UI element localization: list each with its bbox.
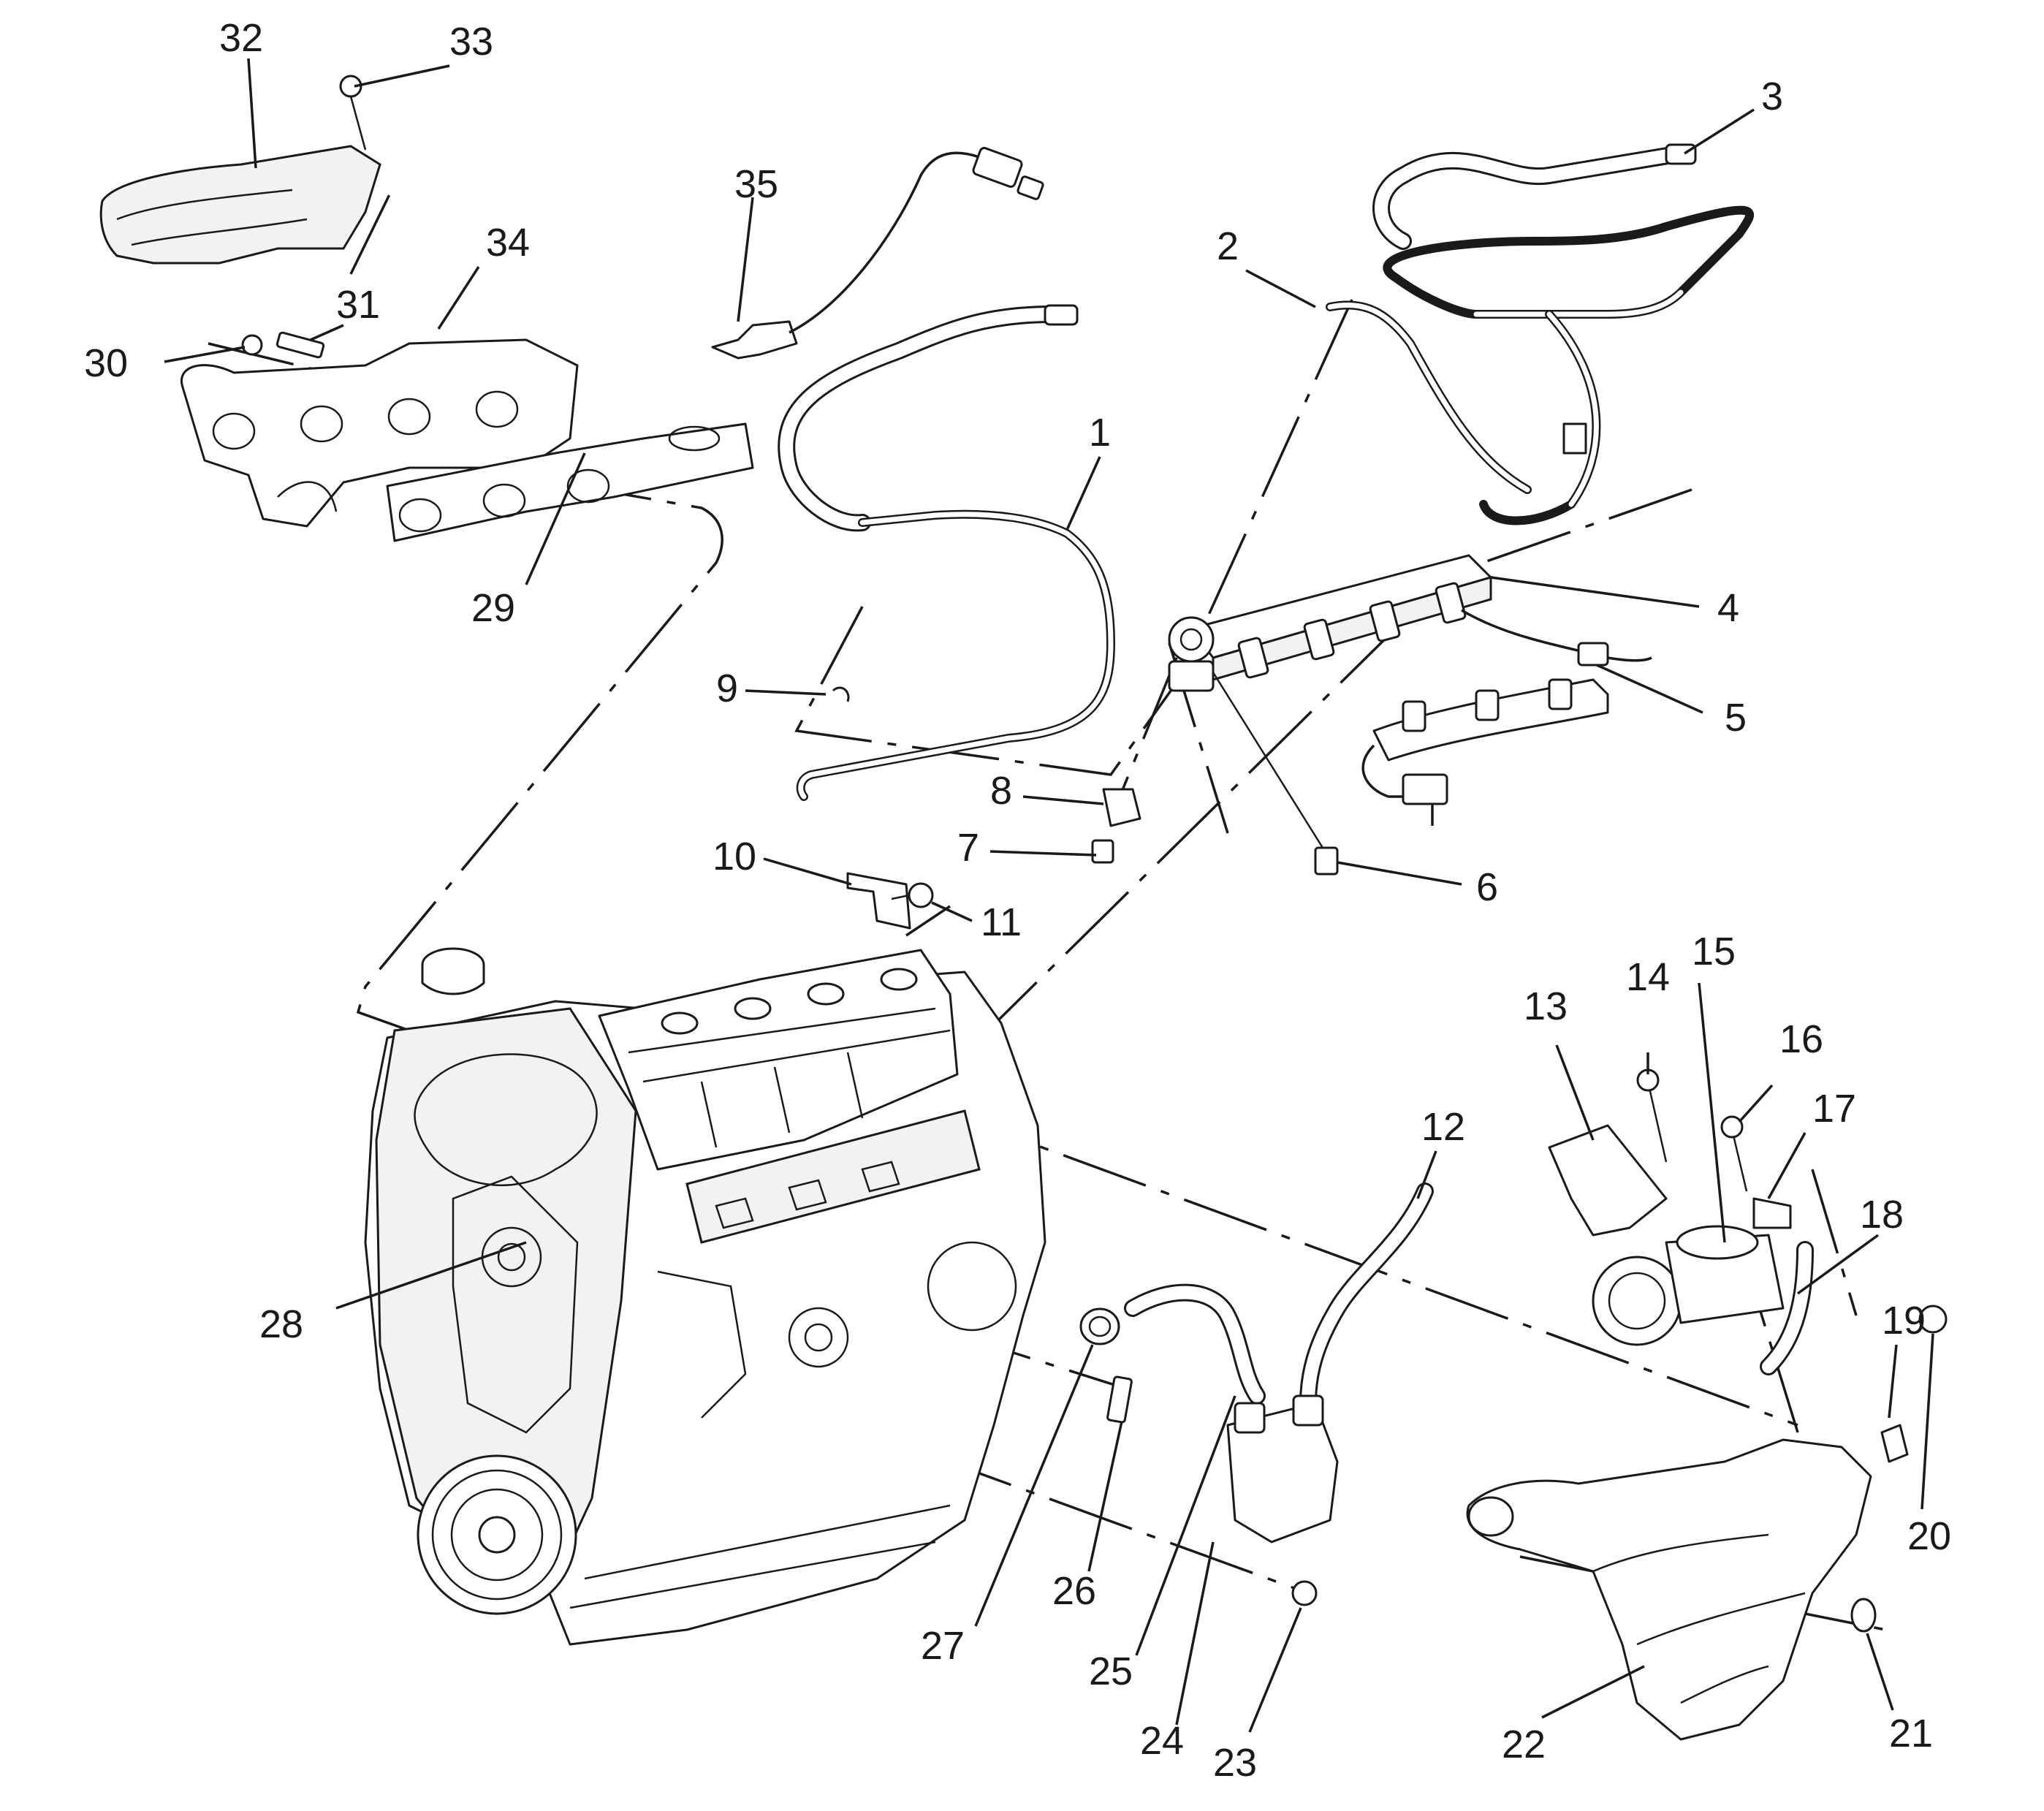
callout-4: 4 (1717, 586, 1739, 630)
callout-12: 12 (1421, 1105, 1465, 1149)
callout-33: 33 (449, 20, 493, 64)
crank-pulley (417, 1454, 577, 1615)
injector-wiring-harness (1361, 609, 1652, 826)
exhaust-manifold-gasket (386, 422, 754, 542)
fuel-hose-3 (1326, 143, 1755, 525)
cam-cover-bosses (661, 968, 918, 1148)
callout-19: 19 (1882, 1299, 1926, 1343)
callout-3: 3 (1761, 75, 1783, 118)
callout-20: 20 (1907, 1514, 1951, 1558)
callout-26: 26 (1052, 1569, 1096, 1613)
oil-filler-cap (421, 947, 485, 995)
callout-labels: 1 2 3 4 5 6 7 8 9 10 11 12 13 14 15 16 1… (84, 16, 1951, 1785)
callout-31: 31 (336, 283, 380, 327)
callout-10: 10 (713, 835, 756, 878)
thermostat-housing (1226, 1394, 1339, 1544)
throttle-body-assembly (1548, 1124, 1814, 1375)
callout-32: 32 (219, 16, 263, 60)
callout-1: 1 (1089, 411, 1111, 455)
callout-28: 28 (259, 1302, 303, 1346)
leader-lines (164, 58, 1934, 1733)
callout-34: 34 (486, 221, 530, 265)
callout-30: 30 (84, 341, 128, 385)
callout-22: 22 (1502, 1723, 1546, 1766)
callout-15: 15 (1692, 930, 1736, 973)
exhaust-heat-shield (99, 145, 381, 265)
callout-35: 35 (734, 162, 778, 206)
fuel-hose-1 (778, 304, 1115, 801)
intake-manifold (1466, 1438, 1872, 1741)
callout-17: 17 (1812, 1087, 1856, 1131)
callout-18: 18 (1860, 1193, 1904, 1237)
callout-14: 14 (1626, 955, 1670, 999)
coolant-hoses (1124, 1182, 1434, 1412)
callout-24: 24 (1140, 1719, 1184, 1763)
exhaust-manifold (180, 338, 579, 528)
fasteners (241, 75, 1948, 1633)
callout-29: 29 (471, 586, 515, 630)
oxygen-sensor (711, 147, 1044, 360)
fuel-rail (1168, 554, 1492, 692)
callout-7: 7 (957, 826, 979, 870)
callout-13: 13 (1524, 984, 1568, 1028)
callout-25: 25 (1089, 1649, 1133, 1693)
callout-6: 6 (1476, 865, 1498, 909)
callout-8: 8 (990, 769, 1012, 813)
callout-16: 16 (1779, 1017, 1823, 1061)
callout-5: 5 (1725, 696, 1747, 740)
engine-assembly (364, 947, 1046, 1646)
callout-9: 9 (716, 667, 738, 710)
callout-27: 27 (921, 1624, 965, 1668)
callout-21: 21 (1889, 1712, 1933, 1755)
callout-2: 2 (1217, 224, 1239, 268)
callout-23: 23 (1213, 1741, 1257, 1785)
callout-11: 11 (981, 900, 1022, 944)
